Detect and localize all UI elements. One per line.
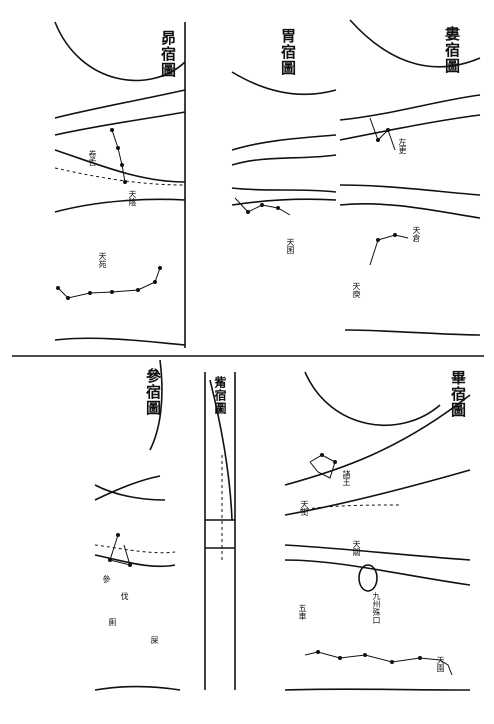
lower-line-mao [54,198,186,213]
dashed-guide-bi [299,504,401,511]
label-tianyu: 天庾 [352,282,361,298]
star [123,180,127,184]
label-fa: 伐 [120,592,129,600]
label-tianqun: 天囷 [286,238,295,254]
label-juanshe: 卷舌 [88,150,97,166]
equator-bi [284,469,471,516]
panel-title-zui: 觜宿圖 [213,376,227,415]
panel-title-bi: 畢宿圖 [449,370,467,418]
panel-title-wei: 胃宿圖 [279,28,297,76]
star [338,656,342,660]
star [110,128,114,132]
panel-title-lou: 婁宿圖 [443,26,461,74]
ecliptic-mao [54,89,186,119]
asterism-shen [109,534,131,566]
star [276,206,280,210]
lower-line-shen [94,554,176,568]
label-tiancang: 天倉 [412,226,421,242]
bottom-line-mao [54,337,186,346]
star [418,656,422,660]
star [136,288,140,292]
bottom-line-bi [284,688,471,691]
star [116,146,120,150]
asterism-tiancang [369,234,409,266]
star [116,533,120,537]
label-ce: 厠 [108,618,117,626]
star [120,163,124,167]
bottom-line-shen [94,685,181,691]
asterism-juanshe [111,129,126,183]
asterism-wuche [309,454,336,479]
label-jiuzhoushukou: 九州殊口 [372,592,381,624]
star [390,660,394,664]
star [316,650,320,654]
celestial-line-mao [54,149,186,183]
star [376,238,380,242]
star [333,460,337,464]
asterism-zuogeng [369,117,396,151]
star [56,286,60,290]
star [66,296,70,300]
label-tianjie: 天街 [300,500,309,516]
polar-arc-shen [149,359,163,451]
label-tianyuan: 天苑 [98,252,107,268]
label-shen: 參 [102,575,111,583]
label-tianyin: 天陰 [128,190,137,206]
lower-line-bi-2 [284,559,471,586]
label-zhuwang: 諸王 [342,470,351,486]
panel-title-mao: 昴宿圖 [159,30,177,78]
polar-circle-mao [54,21,186,82]
label-wuche: 五車 [298,604,307,620]
ecliptic-bi [284,394,471,486]
label-tianguan: 天關 [352,540,361,556]
ecliptic-shen [94,484,166,501]
lower-line-lou [339,184,481,196]
polar-circle-bi [304,371,441,426]
star [110,290,114,294]
star [246,210,250,214]
pool-ring-bi [358,564,378,592]
polar-circle-lou [349,19,481,68]
asterism-tianyuan [57,267,161,299]
zui-arc [209,379,233,521]
equator-lou [339,114,481,141]
equator-wei [231,154,337,166]
star [376,138,380,142]
star [386,128,390,132]
dashed-guide-mao [54,167,186,186]
star [393,233,397,237]
star [260,203,264,207]
ecliptic-wei [231,134,337,151]
equator-shen [94,475,161,501]
star [320,453,324,457]
bottom-line-wei [231,198,337,206]
star [363,653,367,657]
star [88,291,92,295]
lower-line-wei [231,187,337,193]
ecliptic-lou [339,94,481,121]
label-tianyuan-bi: 天園 [436,656,445,672]
polar-circle-wei [231,71,337,96]
label-zuogeng: 左更 [398,138,407,154]
lower-line-bi [284,544,471,561]
panel-title-shen: 參宿圖 [144,368,162,416]
star [108,558,112,562]
star [158,266,162,270]
dashed-guide-shen [94,544,176,554]
bottom-line-lou [339,203,481,219]
bottom-edge-lou [344,329,481,336]
star [128,563,132,567]
equator-mao [54,111,186,136]
star [153,280,157,284]
label-shi: 屎 [150,636,159,644]
asterism-tianyuan-bi [304,651,453,676]
